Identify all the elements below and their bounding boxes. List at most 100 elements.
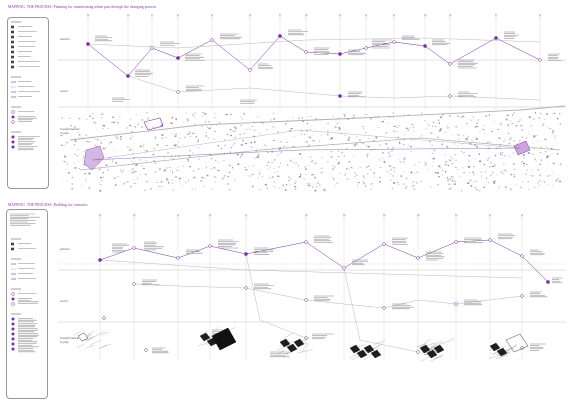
top-social-path [127,75,541,101]
map-texture [102,147,105,150]
map-texture [111,121,112,124]
map-texture [504,138,506,140]
sketch-stroke [426,342,437,346]
bottom-legend-entry-text [18,333,39,338]
map-texture [511,123,514,125]
sketch-building-mass [199,332,211,342]
map-texture [493,121,495,123]
map-texture [81,137,83,138]
map-texture [289,159,292,162]
map-texture [365,131,367,134]
map-texture [331,176,333,179]
map-texture [281,150,282,153]
map-texture [370,149,372,151]
map-texture [139,159,142,161]
map-texture [362,142,365,145]
map-texture [139,174,141,176]
bottom-annotation-text [144,241,164,251]
map-texture [99,189,102,192]
map-texture [519,186,522,189]
bottom-legend-dot-swatch [11,322,15,326]
map-texture [214,113,217,115]
map-texture [193,116,195,118]
sketch-stroke [99,344,107,350]
map-texture [244,167,246,168]
map-texture [113,121,116,123]
map-texture [437,136,439,138]
map-texture [310,116,312,117]
map-texture [213,167,216,169]
map-texture [206,174,209,177]
map-texture [445,170,447,173]
map-texture [277,131,279,133]
sketch-stroke [373,343,384,349]
map-texture [494,180,496,182]
map-texture [459,176,461,178]
map-texture [451,180,453,182]
map-texture [233,142,236,144]
map-texture [496,174,498,176]
map-texture [100,176,102,179]
map-texture [120,138,122,140]
map-texture [267,162,269,164]
map-texture [268,161,269,163]
map-texture [152,153,155,156]
map-texture [433,121,435,123]
bottom-legend-square-swatch [11,242,14,246]
bottom-annotation-text [314,295,334,302]
map-texture [245,143,247,144]
bottom-annotation-text [152,347,169,354]
map-texture [534,158,537,160]
map-texture [447,127,450,129]
map-texture [218,122,221,124]
map-texture [105,164,108,166]
map-texture [377,115,380,118]
map-texture [272,140,275,141]
top-process-node [448,94,452,98]
bottom-building-sketch [488,342,518,360]
top-legend-dot-swatch [11,135,15,139]
map-texture [392,116,394,118]
map-texture [447,177,448,179]
map-texture [276,171,278,173]
sketch-building-mass [370,349,382,359]
map-texture [157,113,159,114]
map-texture [124,182,125,184]
map-texture [336,159,337,161]
map-texture [240,155,242,158]
map-texture [194,188,197,190]
map-texture [285,123,287,125]
sketch-building-mass [419,344,431,354]
map-texture [449,187,452,190]
map-texture [234,178,236,181]
map-texture [393,125,396,127]
map-texture [338,128,341,130]
map-texture [492,171,493,173]
map-texture [145,174,147,176]
map-texture [89,115,91,117]
map-texture [469,171,471,174]
map-texture [473,117,474,119]
map-texture [427,122,429,123]
map-texture [480,171,482,173]
map-texture [138,122,140,124]
map-texture [278,166,280,168]
map-texture [243,152,245,154]
bottom-annotation-text [352,259,369,266]
map-texture [294,182,297,185]
map-texture [421,112,423,114]
map-texture [462,115,465,118]
bottom-annotation-text [254,247,274,255]
map-texture [499,152,502,155]
top-process-node [150,46,154,50]
map-texture [535,112,537,114]
map-texture [298,175,301,178]
bottom-legend-dot-swatch [11,317,15,321]
map-texture [353,145,356,147]
map-texture [266,187,268,190]
map-texture [78,117,81,120]
map-texture [166,167,168,169]
map-texture [71,176,74,179]
bottom-process-node [132,282,136,286]
map-texture [398,159,400,160]
